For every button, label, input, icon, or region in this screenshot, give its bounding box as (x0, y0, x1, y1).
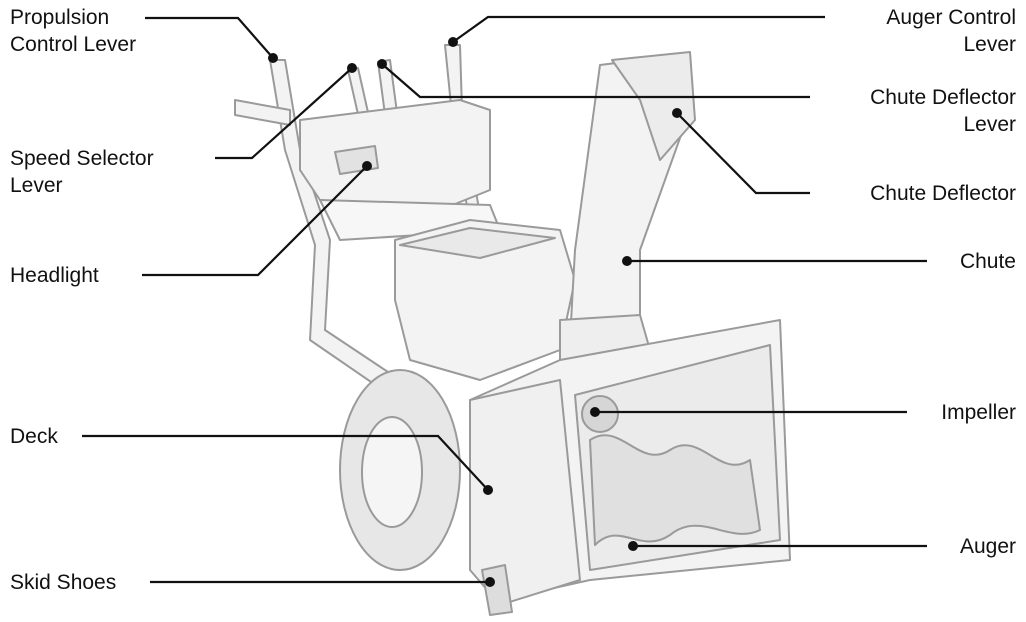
label-chute-deflector-lever-line2: Lever (963, 113, 1016, 136)
leader-chute-deflector-lever (381, 63, 810, 99)
dot-auger-control (448, 37, 458, 47)
control-panel (299, 99, 491, 211)
engine-top (399, 227, 556, 259)
label-chute-deflector: Chute Deflector (870, 182, 1016, 205)
leader-lines (82, 15, 927, 584)
dot-skid-shoes (485, 577, 495, 587)
dot-speed-selector (347, 63, 357, 73)
leader-headlight (142, 165, 368, 277)
dot-impeller (590, 407, 600, 417)
label-speed-selector-line1: Speed Selector (10, 147, 154, 170)
leader-auger-control (452, 15, 825, 43)
label-propulsion-control-lever: Propulsion Control Lever (10, 4, 136, 58)
dot-chute-deflector (672, 108, 682, 118)
label-auger-control-line1: Auger Control (886, 6, 1016, 29)
label-deck: Deck (10, 425, 58, 448)
label-chute-deflector-lever: Chute Deflector Lever (870, 84, 1016, 138)
label-speed-selector-lever: Speed Selector Lever (10, 145, 154, 199)
label-impeller: Impeller (941, 401, 1016, 424)
dot-auger (628, 541, 638, 551)
dot-deck (483, 485, 493, 495)
impeller-shape (581, 395, 619, 433)
label-auger-control-line2: Lever (963, 33, 1016, 56)
leader-speed-selector (215, 67, 353, 160)
label-propulsion-line2: Control Lever (10, 33, 137, 56)
auger-shape (589, 434, 761, 546)
label-headlight: Headlight (10, 264, 99, 287)
label-propulsion-line1: Propulsion (10, 6, 110, 29)
label-skid-shoes: Skid Shoes (10, 571, 117, 594)
chute-deflector-shape (611, 51, 696, 161)
leader-dots (268, 37, 682, 587)
headlight-shape (334, 145, 379, 175)
dot-chute (622, 256, 632, 266)
dot-propulsion (268, 53, 278, 63)
dot-headlight (362, 161, 372, 171)
leader-deck (82, 434, 489, 491)
dot-chute-deflector-lever (377, 59, 387, 69)
label-chute: Chute (959, 250, 1016, 273)
leader-propulsion (145, 16, 274, 59)
label-speed-selector-line2: Lever (10, 174, 63, 197)
side-plate (469, 379, 581, 606)
label-auger: Auger (959, 535, 1016, 558)
label-chute-deflector-lever-line1: Chute Deflector (870, 86, 1016, 109)
label-auger-control-lever: Auger Control Lever (886, 4, 1016, 58)
leader-chute-deflector (676, 112, 810, 195)
